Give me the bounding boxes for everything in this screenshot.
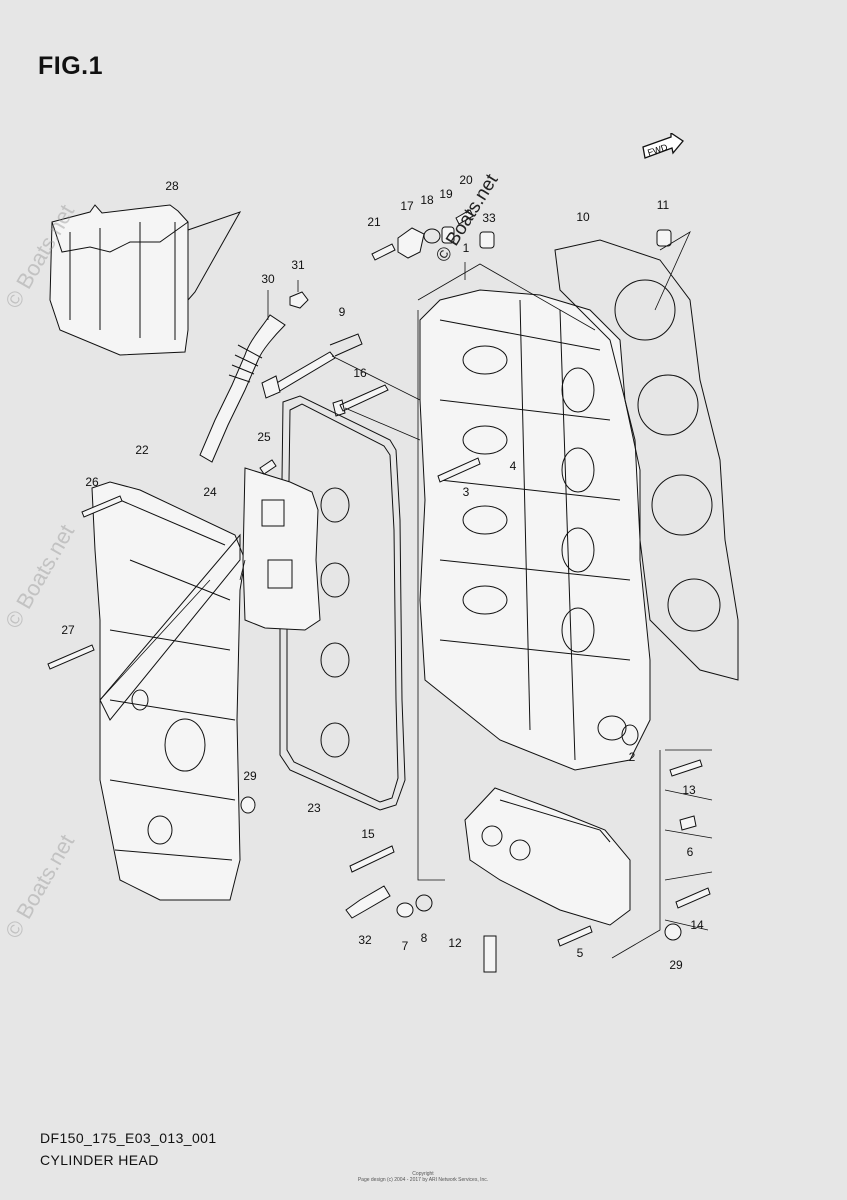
part-19-collar-shape: [441, 226, 455, 244]
part-31-clip-shape: [289, 291, 309, 309]
part-label-2: 2: [628, 750, 636, 764]
part-22-cover-shape: [91, 481, 246, 901]
part-17-flange-shape: [397, 227, 425, 259]
part-2-oring-shape: [621, 724, 639, 746]
part-label-17: 17: [400, 199, 414, 213]
copyright-line-1: Copyright: [412, 1171, 434, 1177]
part-label-20: 20: [459, 173, 473, 187]
part-5-bolt-shape: [557, 925, 593, 947]
part-label-25: 25: [257, 430, 271, 444]
part-label-3: 3: [462, 485, 470, 499]
part-label-14: 14: [690, 918, 704, 932]
part-label-16: 16: [353, 366, 367, 380]
part-30-hose-shape: [199, 314, 286, 463]
part-label-5: 5: [576, 946, 584, 960]
part-26-bolt-shape: [81, 495, 123, 518]
part-label-9: 9: [338, 305, 346, 319]
part-8-oring-shape: [415, 894, 433, 912]
part-label-21: 21: [367, 215, 381, 229]
part-32-sensor-shape: [345, 885, 391, 919]
part-20-bolt-shape: [455, 209, 474, 225]
part-label-29-lower: 29: [669, 958, 683, 972]
part-label-15: 15: [361, 827, 375, 841]
part-label-12: 12: [448, 936, 462, 950]
forward-arrow-icon: FWD: [641, 131, 685, 168]
part-label-28: 28: [165, 179, 179, 193]
part-label-31: 31: [291, 258, 305, 272]
part-3-bolt-shape: [437, 457, 481, 483]
part-label-19: 19: [439, 187, 453, 201]
leader-lines: [99, 231, 713, 959]
part-label-18: 18: [420, 193, 434, 207]
part-18-oring-shape: [423, 228, 441, 244]
part-label-10: 10: [576, 210, 590, 224]
part-lower-housing-shape: [464, 787, 631, 926]
part-label-8: 8: [420, 931, 428, 945]
part-label-27: 27: [61, 623, 75, 637]
part-label-1: 1: [462, 241, 470, 255]
part-label-22: 22: [135, 443, 149, 457]
part-7-washer-shape: [396, 902, 414, 918]
part-label-29-upper: 29: [243, 769, 257, 783]
part-13-bolt-shape: [669, 759, 703, 777]
part-24-plate-shape: [242, 467, 321, 631]
part-label-7: 7: [401, 939, 409, 953]
copyright-line-2: Page design (c) 2004 - 2017 by ARI Netwo…: [357, 1177, 489, 1183]
part-label-6: 6: [686, 845, 694, 859]
part-label-4: 4: [509, 459, 517, 473]
part-label-13: 13: [682, 783, 696, 797]
part-14-bolt-shape: [675, 887, 711, 909]
part-1-cylinder-head-shape: [419, 289, 651, 771]
part-16-bolt-shape: [332, 384, 389, 417]
part-21-bolt-shape: [371, 243, 396, 261]
part-label-32: 32: [358, 933, 372, 947]
part-label-26: 26: [85, 475, 99, 489]
part-label-11: 11: [656, 198, 670, 212]
part-29-plug-shape-a: [240, 796, 256, 814]
part-12-bolt-shape: [483, 935, 497, 973]
part-label-23: 23: [307, 801, 321, 815]
part-label-33: 33: [482, 211, 496, 225]
part-29-plug-shape-b: [664, 923, 682, 941]
part-9-bolt-shape: [261, 333, 363, 399]
part-33-dowel-shape: [479, 231, 495, 249]
figure-title: FIG.1: [38, 52, 104, 80]
part-28-cover-shape: [49, 204, 242, 356]
part-label-24: 24: [203, 485, 217, 499]
part-10-head-gasket-shape: [554, 239, 739, 681]
copyright-notice: Copyright Page design (c) 2004 - 2017 by…: [358, 1171, 488, 1183]
diagram-caption: CYLINDER HEAD: [40, 1152, 159, 1168]
part-label-30: 30: [261, 272, 275, 286]
part-27-bolt-shape: [47, 644, 95, 670]
part-11-dowel-shape: [656, 229, 672, 247]
part-6-dowel-shape: [679, 815, 697, 831]
diagram-code: DF150_175_E03_013_001: [40, 1130, 217, 1146]
part-25-bolt-shape: [259, 459, 277, 475]
part-15-bolt-shape: [349, 845, 395, 873]
